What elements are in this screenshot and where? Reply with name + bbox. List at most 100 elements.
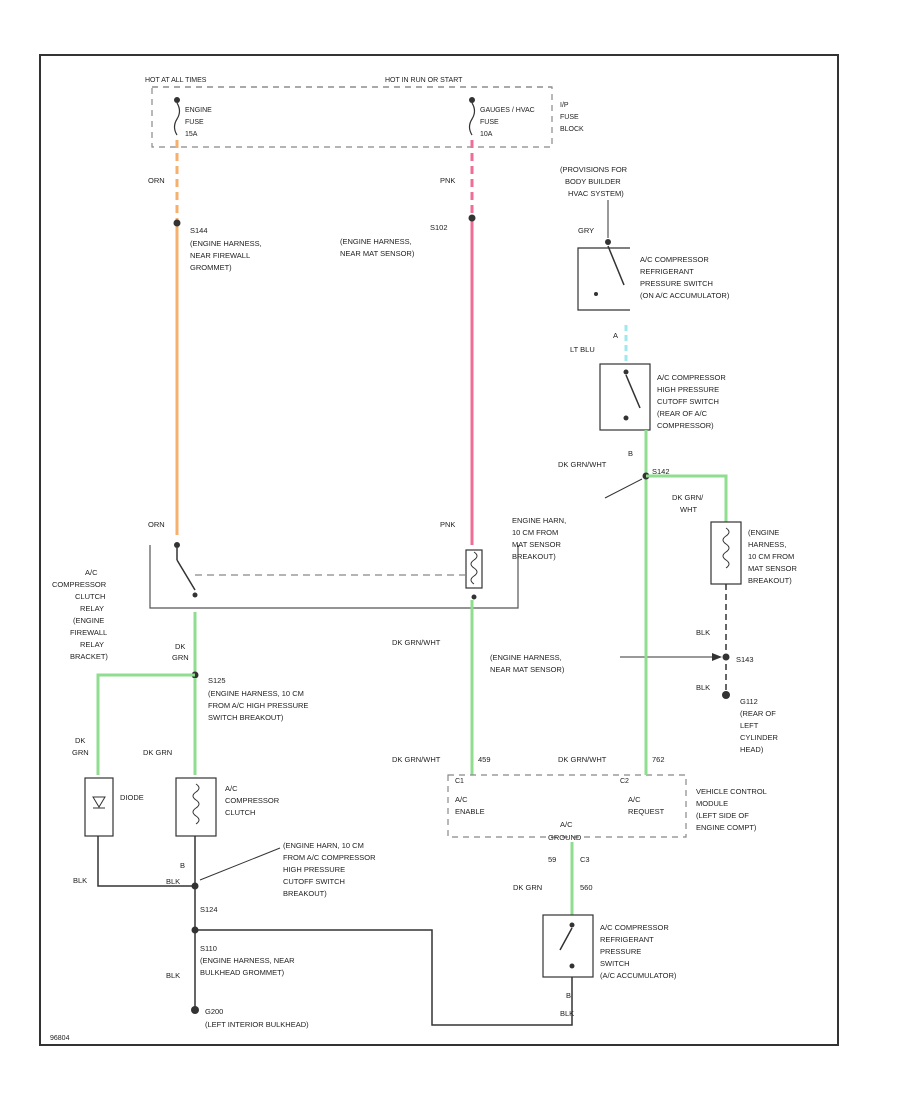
- fuse-right-sub: FUSE: [480, 119, 499, 126]
- blk-switch-ground-wire: [195, 929, 573, 1026]
- relay-coil-winding: [470, 551, 478, 585]
- harn-note-4: BREAKOUT): [512, 552, 556, 561]
- vehicle-control-module: C1 A/C ENABLE C2 A/C REQUEST VEHICLE CON…: [447, 774, 767, 842]
- vcm-label-4: ENGINE COMPT): [696, 823, 757, 832]
- high-sw-label-2: HIGH PRESSURE: [657, 385, 719, 394]
- hot-in-run-label: HOT IN RUN OR START: [385, 77, 463, 84]
- relay-label-1: A/C: [85, 568, 98, 577]
- s142-component-coil: [722, 527, 730, 569]
- low-sw-label-1: A/C COMPRESSOR: [640, 255, 709, 264]
- top-switch-blade: [607, 245, 625, 286]
- s144-desc-3: GROMMET): [190, 263, 232, 272]
- top-switch-outline: [577, 247, 630, 311]
- bottom-switch-bottom-terminal: [569, 963, 575, 969]
- fuse-right-symbol: [468, 102, 476, 136]
- high-switch-body: [599, 363, 651, 431]
- diode-symbol: [92, 796, 106, 808]
- orn-wire-bottom-label: ORN: [148, 520, 165, 529]
- fuse-right-label: GAUGES / HVAC: [480, 107, 535, 114]
- relay-label-8: BRACKET): [70, 652, 108, 661]
- diagram-border: [39, 54, 839, 1046]
- g112-desc-2: LEFT: [740, 721, 759, 730]
- provisions-3: HVAC SYSTEM): [568, 189, 624, 198]
- engine-harn-mat-2: NEAR MAT SENSOR): [490, 665, 565, 674]
- dk-grn-diode-wire: [96, 673, 195, 775]
- dk-grn-wht-a-label: DK GRN/WHT: [392, 638, 441, 647]
- ac-high-pressure-cutoff-switch: A/C COMPRESSOR HIGH PRESSURE CUTOFF SWIT…: [599, 363, 726, 431]
- splice-s102-dot: [468, 214, 476, 222]
- dk-grn-wht-e-label: DK GRN/: [672, 493, 704, 502]
- low-sw-label-3: PRESSURE SWITCH: [640, 279, 713, 288]
- low-sw2-label-1: A/C COMPRESSOR: [600, 923, 669, 932]
- s124-label: S124: [200, 905, 218, 914]
- low-sw2-label-2: REFRIGERANT: [600, 935, 654, 944]
- g200-desc: (LEFT INTERIOR BULKHEAD): [205, 1020, 309, 1029]
- top-switch-contact: [594, 292, 598, 296]
- relay-outline: [149, 545, 519, 609]
- relay-coil: [465, 549, 483, 589]
- low-sw-label-2: REFRIGERANT: [640, 267, 694, 276]
- relay-switch-bottom-terminal: [192, 592, 198, 598]
- relay-switch-top-terminal: [174, 542, 180, 548]
- diagram-id: 96804: [50, 1035, 70, 1042]
- circ-560: 560: [580, 883, 593, 892]
- splice-s144-dot: [173, 219, 181, 227]
- ac-request-2: REQUEST: [628, 807, 665, 816]
- fuse-left-symbol: [173, 102, 181, 136]
- g112-desc-4: HEAD): [740, 745, 764, 754]
- s124-note-leader: [199, 847, 281, 881]
- diode-body: [84, 777, 114, 837]
- splice-s143-dot: [722, 653, 730, 661]
- pnk-wire-bottom-label: PNK: [440, 520, 455, 529]
- relay-label-7: RELAY: [80, 640, 104, 649]
- high-sw-label-4: (REAR OF A/C: [657, 409, 708, 418]
- provisions-2: BODY BUILDER: [565, 177, 621, 186]
- fuse-right-amp: 10A: [480, 131, 493, 138]
- s110-desc-2: BULKHEAD GROMMET): [200, 968, 285, 977]
- circ-762: 762: [652, 755, 665, 764]
- high-switch-blade: [625, 374, 641, 409]
- vcm-pin-59: 59: [548, 855, 556, 864]
- diode-ground-wire: [97, 836, 195, 887]
- relay-label-4: RELAY: [80, 604, 104, 613]
- s142-label: S142: [652, 467, 670, 476]
- ac-refrigerant-pressure-switch-top: A/C COMPRESSOR REFRIGERANT PRESSURE SWIT…: [577, 239, 730, 311]
- s142-note-4: MAT SENSOR: [748, 564, 797, 573]
- ac-compressor-clutch: A/C COMPRESSOR CLUTCH: [175, 777, 280, 837]
- top-switch-pin-a: A: [613, 331, 618, 340]
- blk-switch-label: BLK: [560, 1009, 574, 1018]
- blk-right-1-label: BLK: [696, 628, 710, 637]
- vcm-label-1: VEHICLE CONTROL: [696, 787, 767, 796]
- fuse-block-name-1: I/P: [560, 102, 569, 109]
- s142-leader: [604, 478, 643, 499]
- fuse-left-sub: FUSE: [185, 119, 204, 126]
- dk-grn-diode-label: DK: [75, 736, 85, 745]
- diode-label: DIODE: [120, 793, 144, 802]
- s102-desc-2: NEAR MAT SENSOR): [340, 249, 415, 258]
- s102-desc-1: (ENGINE HARNESS,: [340, 237, 412, 246]
- dk-grn-1-label: DK: [175, 642, 185, 651]
- ground-g200-dot: [191, 1006, 199, 1014]
- low-sw2-label-3: PRESSURE: [600, 947, 641, 956]
- high-sw-label-5: COMPRESSOR): [657, 421, 714, 430]
- low-sw2-label-4: SWITCH: [600, 959, 630, 968]
- s102-title: S102: [430, 223, 448, 232]
- ac-compressor-clutch-relay: A/C COMPRESSOR CLUTCH RELAY (ENGINE FIRE…: [52, 542, 519, 661]
- relay-label-5: (ENGINE: [73, 616, 104, 625]
- clutch-label-3: CLUTCH: [225, 808, 255, 817]
- fuse-left-label: ENGINE: [185, 107, 212, 114]
- fuse-block-name-3: BLOCK: [560, 126, 584, 133]
- vcm-pin-c3: C3: [580, 855, 590, 864]
- s125-desc-3: SWITCH BREAKOUT): [208, 713, 284, 722]
- s144-desc-1: (ENGINE HARNESS,: [190, 239, 262, 248]
- s125-desc-1: (ENGINE HARNESS, 10 CM: [208, 689, 304, 698]
- blk-bottom-left-label: BLK: [166, 971, 180, 980]
- fuse-left-amp: 15A: [185, 131, 198, 138]
- s125-title: S125: [208, 676, 226, 685]
- bottom-switch-pin-b: B: [566, 991, 571, 1000]
- provisions-1: (PROVISIONS FOR: [560, 165, 628, 174]
- blk-right-2-label: BLK: [696, 683, 710, 692]
- harn-note-3: MAT SENSOR: [512, 540, 561, 549]
- s144-title: S144: [190, 226, 208, 235]
